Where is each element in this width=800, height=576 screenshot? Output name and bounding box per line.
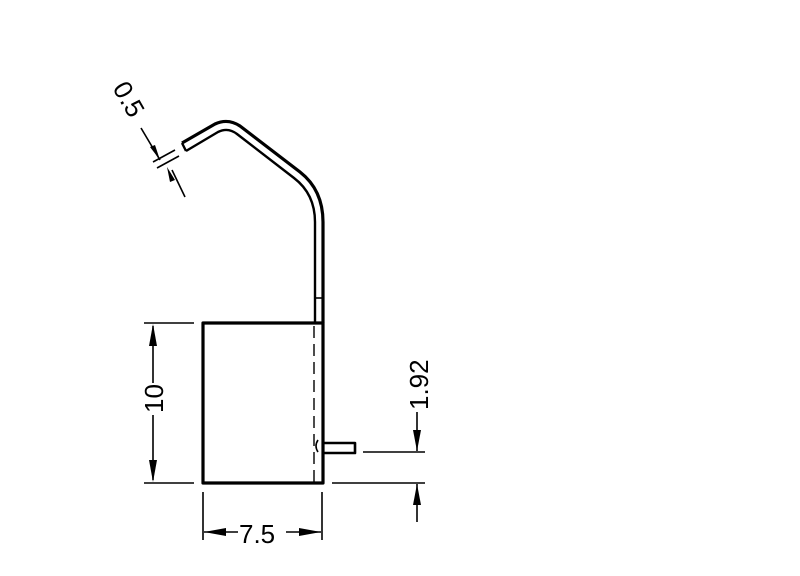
dimension-pin-offset: 1.92 bbox=[332, 359, 434, 522]
dimension-label-width: 7.5 bbox=[239, 519, 275, 549]
dimension-label-pin-offset: 1.92 bbox=[404, 359, 434, 410]
pin-tab bbox=[321, 441, 357, 455]
component-body bbox=[201, 321, 325, 485]
dimension-thickness: 0.5 bbox=[107, 76, 186, 198]
wire-lead-inner bbox=[185, 128, 317, 323]
hidden-hook bbox=[315, 439, 319, 453]
dimension-width: 7.5 bbox=[202, 492, 323, 549]
wire-end-cap bbox=[180, 142, 188, 152]
wire-lead-outer bbox=[181, 119, 325, 323]
dimension-height: 10 bbox=[139, 322, 194, 484]
dimension-label-thickness: 0.5 bbox=[107, 76, 151, 122]
dimension-label-height: 10 bbox=[139, 384, 169, 413]
